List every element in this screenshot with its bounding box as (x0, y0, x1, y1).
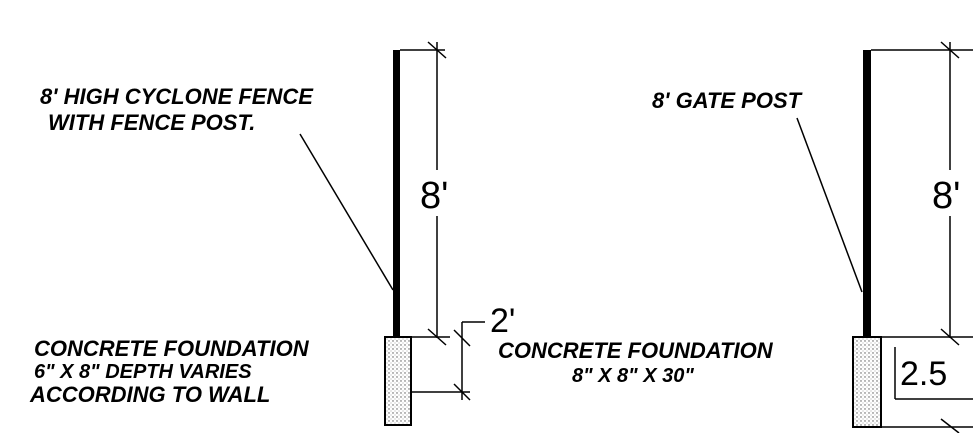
left-height-dim: 8' (420, 175, 448, 217)
left-dim-bot-tick (427, 328, 447, 346)
left-foundation-dim: 2' (490, 302, 515, 340)
right-leader-line (796, 117, 863, 293)
left-callout-line1: 8' HIGH CYCLONE FENCE (40, 84, 314, 109)
left-foundation-line1: CONCRETE FOUNDATION (34, 336, 310, 361)
left-leader-line (299, 133, 394, 291)
right-foundation-line1: CONCRETE FOUNDATION (498, 338, 774, 363)
right-dim-top-tick (940, 41, 960, 59)
left-fence-detail: 8' HIGH CYCLONE FENCE WITH FENCE POST. 8… (29, 41, 515, 426)
right-callout: 8' GATE POST (652, 88, 803, 113)
left-dim-top-tick (427, 41, 447, 59)
right-found-dim-bg (895, 347, 973, 399)
right-foundation-dim: 2.5 (900, 355, 947, 393)
left-concrete-foundation (384, 336, 412, 426)
left-foundation-line3: ACCORDING TO WALL (29, 382, 270, 407)
right-concrete-foundation (852, 336, 882, 428)
left-found-dim-tick1 (453, 329, 471, 347)
right-found-dim-tick (940, 418, 960, 433)
left-found-dim-tick2 (453, 383, 471, 401)
right-gate-post (863, 50, 871, 420)
right-height-dim: 8' (932, 175, 960, 217)
right-dim-label-bg (928, 170, 973, 216)
left-dim-label-bg (418, 170, 458, 216)
right-gate-detail: 8' GATE POST 8' 2.5 CONCRETE FOUNDATION … (498, 41, 973, 433)
left-callout-line2: WITH FENCE POST. (48, 110, 255, 135)
right-foundation-line2: 8" X 8" X 30" (572, 365, 694, 387)
left-fence-post (393, 50, 400, 390)
right-dim-bot-tick (940, 328, 960, 346)
left-foundation-line2: 6" X 8" DEPTH VARIES (34, 361, 252, 383)
